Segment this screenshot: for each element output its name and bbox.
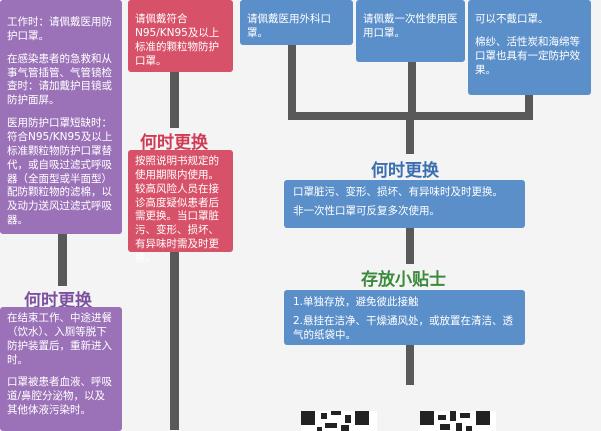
connector-line — [170, 72, 179, 128]
blue-top-box-no-mask: 可以不戴口罩。 棉纱、活性炭和海绵等口罩也具有一定防护效果。 — [468, 0, 591, 95]
storage-tips-text: 1.单独存放，避免彼此接触 — [293, 296, 419, 308]
connector-line — [288, 45, 296, 118]
blue-top-text: 可以不戴口罩。 — [475, 13, 549, 25]
blue-top-text: 请佩戴一次性使用医用口罩。 — [363, 13, 458, 39]
red-top-box: 请佩戴符合N95/KN95及以上标准的颗粒物防护口罩。 — [128, 0, 233, 72]
red-change-heading: 何时更换 — [140, 133, 208, 153]
blue-top-box-disposable: 请佩戴一次性使用医用口罩。 — [356, 0, 465, 62]
blue-top-box-surgical: 请佩戴医用外科口罩。 — [240, 0, 353, 45]
connector-line — [408, 62, 416, 118]
blue-top-text: 请佩戴医用外科口罩。 — [247, 13, 331, 39]
red-bottom-text: 按照说明书规定的使用期限内使用。较高风险人员在接诊高度疑似患者后需更换。当口罩脏… — [135, 155, 219, 265]
purple-top-text: 在感染患者的急救和从事气管插管、气管镜检查时：请加戴护目镜或防护面屏。 — [7, 52, 112, 107]
blue-change-box: 口罩脏污、变形、损坏、有异味时及时更换。 非一次性口罩可反复多次使用。 — [284, 180, 525, 228]
connector-line — [406, 345, 414, 385]
purple-bottom-box: 在结束工作、中途进餐（饮水）、入厕等脱下防护装置后，重新进入时。 口罩被患者血液… — [0, 307, 122, 431]
blue-change-heading: 何时更换 — [371, 161, 439, 181]
connector-line — [406, 228, 414, 264]
red-top-text: 请佩戴符合N95/KN95及以上标准的颗粒物防护口罩。 — [135, 13, 220, 67]
purple-top-text: 工作时：请佩戴医用防护口罩。 — [7, 16, 112, 42]
qr-code-right — [420, 411, 496, 431]
connector-line — [170, 252, 179, 430]
purple-bottom-text: 在结束工作、中途进餐（饮水）、入厕等脱下防护装置后，重新进入时。 — [7, 312, 112, 366]
purple-top-box: 工作时：请佩戴医用防护口罩。 在感染患者的急救和从事气管插管、气管镜检查时：请加… — [0, 0, 122, 234]
qr-code-left — [301, 411, 377, 431]
red-bottom-box: 按照说明书规定的使用期限内使用。较高风险人员在接诊高度疑似患者后需更换。当口罩脏… — [128, 150, 233, 264]
blue-top-text: 棉纱、活性炭和海绵等口罩也具有一定防护效果。 — [475, 35, 580, 76]
blue-change-text: 口罩脏污、变形、损坏、有异味时及时更换。 — [293, 186, 503, 198]
purple-top-text: 医用防护口罩短缺时：符合N95/KN95及以上标准颗粒物防护口罩替代，或自吸过滤… — [7, 117, 113, 227]
storage-tips-box: 1.单独存放，避免彼此接触 2.悬挂在洁净、干燥通风处，或放置在清洁、透气的纸袋… — [284, 290, 525, 345]
purple-bottom-text: 口罩被患者血液、呼吸道/鼻腔分泌物，以及其他体液污染时。 — [7, 376, 112, 417]
purple-change-heading: 何时更换 — [24, 291, 92, 311]
storage-tips-text: 2.悬挂在洁净、干燥通风处，或放置在清洁、透气的纸袋中。 — [293, 314, 514, 341]
blue-change-text: 非一次性口罩可反复多次使用。 — [293, 204, 440, 217]
storage-tips-heading: 存放小贴士 — [361, 270, 446, 290]
connector-line — [525, 95, 533, 118]
connector-line — [406, 112, 414, 154]
connector-line — [58, 234, 67, 286]
